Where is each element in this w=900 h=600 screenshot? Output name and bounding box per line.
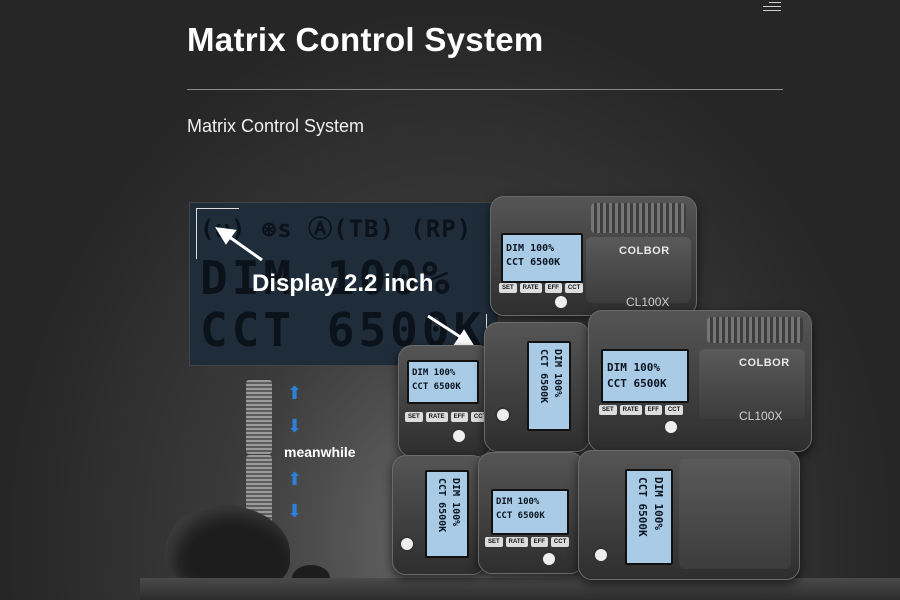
set-button[interactable]: SET	[599, 405, 617, 415]
brand-logo: COLBOR	[739, 357, 790, 369]
arrow-down-icon: ⬇	[287, 501, 303, 521]
screen-dim: DIM 100%	[450, 478, 461, 527]
arrow-up-left-icon	[215, 227, 263, 262]
light-unit: DIM 100% CCT 6500K	[484, 322, 590, 452]
heatsink	[591, 203, 686, 233]
corner-bracket-top-left	[196, 208, 239, 259]
arrow-down-right-icon	[427, 314, 475, 347]
screen-cct: CCT 6500K	[436, 478, 447, 533]
unit-button-row: SET RATE EFF CCT	[405, 412, 490, 422]
side-panel	[586, 237, 691, 303]
cct-button[interactable]: CCT	[550, 537, 570, 547]
model-label: CL100X	[626, 295, 670, 309]
light-unit: DIM 100% CCT 6500K	[392, 455, 486, 575]
screen-dim: DIM 100%	[607, 361, 660, 374]
screen-cct: CCT 6500K	[538, 349, 549, 404]
dial-knob[interactable]	[553, 294, 569, 310]
screen-cct: CCT 6500K	[412, 382, 461, 392]
screen-cct: CCT 6500K	[607, 377, 667, 390]
dial-knob[interactable]	[593, 547, 609, 563]
page-title: Matrix Control System	[187, 21, 544, 58]
unit-screen: DIM 100% CCT 6500K	[625, 469, 673, 565]
screen-cct: CCT 6500K	[506, 257, 561, 268]
rate-button[interactable]: RATE	[519, 283, 542, 293]
set-button[interactable]: SET	[485, 537, 503, 547]
dial-knob[interactable]	[399, 536, 415, 552]
hamburger-menu-icon[interactable]	[763, 2, 781, 12]
model-label: CL100X	[739, 409, 783, 423]
ground-surface	[140, 578, 900, 600]
unit-screen: DIM 100% CCT 6500K	[491, 489, 569, 535]
dial-knob[interactable]	[451, 428, 467, 444]
lcd-dim-line: DIM 100%	[200, 251, 454, 305]
eff-button[interactable]: EFF	[544, 283, 562, 293]
side-panel	[699, 349, 805, 419]
screen-dim: DIM 100%	[552, 349, 563, 398]
unit-button-row: SET RATE EFF CCT	[599, 405, 684, 415]
set-button[interactable]: SET	[499, 283, 517, 293]
heatsink	[707, 317, 803, 343]
light-unit: COLBOR CL100X DIM 100% CCT 6500K SET RAT…	[588, 310, 812, 452]
cct-button[interactable]: CCT	[664, 405, 684, 415]
dial-knob[interactable]	[495, 407, 511, 423]
rate-button[interactable]: RATE	[505, 537, 528, 547]
lcd-status-icons: (ω) ⊛s Ⓐ(TB) (RP) [!]	[200, 215, 498, 243]
dial-knob[interactable]	[541, 551, 557, 567]
page-subtitle: Matrix Control System	[187, 116, 365, 136]
side-panel	[679, 459, 791, 569]
cct-button[interactable]: CCT	[470, 412, 490, 422]
eff-button[interactable]: EFF	[530, 537, 548, 547]
cct-button[interactable]: CCT	[564, 283, 584, 293]
brand-logo: COLBOR	[619, 245, 670, 257]
screen-dim: DIM 100%	[506, 243, 555, 254]
unit-screen: DIM 100% CCT 6500K	[425, 470, 469, 558]
light-unit: COLBOR CL100X DIM 100% CCT 6500K SET RAT…	[490, 196, 697, 316]
light-unit: DIM 100% CCT 6500K	[578, 450, 800, 580]
screen-cct: CCT 6500K	[496, 511, 545, 521]
unit-screen: DIM 100% CCT 6500K	[527, 341, 571, 431]
screen-dim: DIM 100%	[652, 477, 665, 530]
unit-screen: DIM 100% CCT 6500K	[501, 233, 583, 283]
divider	[187, 89, 783, 90]
unit-button-row: SET RATE EFF CCT	[485, 537, 570, 547]
screen-cct: CCT 6500K	[636, 477, 649, 537]
rate-button[interactable]: RATE	[619, 405, 642, 415]
arrow-up-icon: ⬆	[287, 383, 303, 403]
screen-dim: DIM 100%	[496, 497, 540, 507]
unit-screen: DIM 100% CCT 6500K	[407, 360, 479, 404]
unit-button-row: SET RATE EFF CCT	[499, 283, 584, 293]
rate-button[interactable]: RATE	[425, 412, 448, 422]
lcd-display-closeup: (ω) ⊛s Ⓐ(TB) (RP) [!] DIM 100% CCT 6500K	[189, 202, 499, 366]
screen-dim: DIM 100%	[412, 368, 456, 378]
light-unit: DIM 100% CCT 6500K SET RATE EFF CCT	[478, 452, 584, 574]
rock-decoration	[165, 505, 290, 585]
eff-button[interactable]: EFF	[450, 412, 468, 422]
knob-caption: meanwhile	[284, 444, 356, 460]
dial-knob[interactable]	[663, 419, 679, 435]
display-size-label: Display 2.2 inch	[252, 270, 434, 297]
arrow-down-icon: ⬇	[287, 416, 303, 436]
set-button[interactable]: SET	[405, 412, 423, 422]
light-unit: DIM 100% CCT 6500K SET RATE EFF CCT	[398, 345, 492, 457]
control-knob-icon	[246, 380, 272, 454]
arrow-up-icon: ⬆	[287, 469, 303, 489]
unit-screen: DIM 100% CCT 6500K	[601, 349, 689, 403]
eff-button[interactable]: EFF	[644, 405, 662, 415]
